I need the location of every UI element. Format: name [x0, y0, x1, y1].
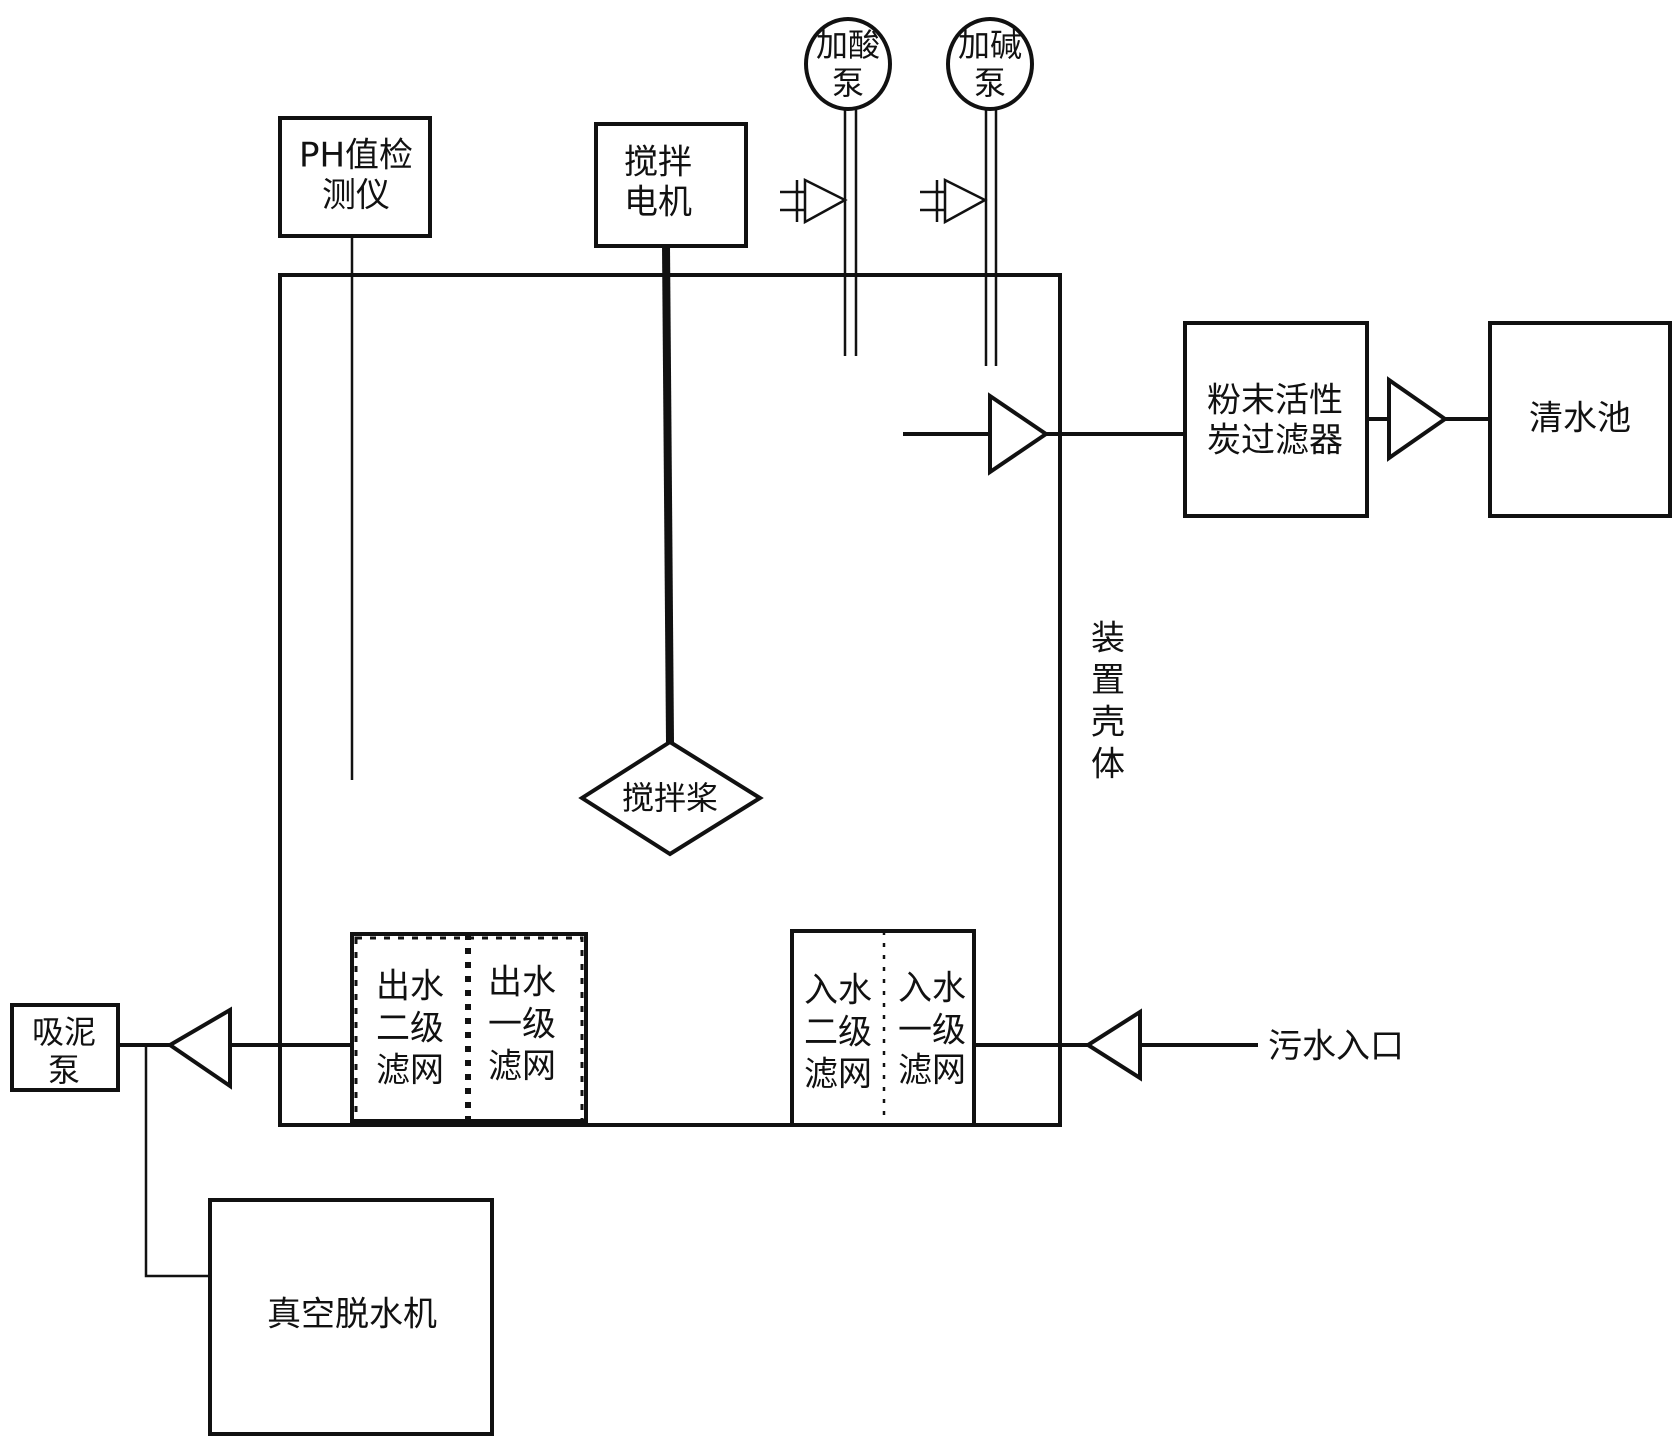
stir-paddle-label: 搅拌桨	[622, 779, 718, 817]
ph-meter-label-2: 测仪	[322, 176, 390, 216]
acid-pump	[804, 17, 892, 111]
in-filter-2-label-3: 滤网	[804, 1055, 872, 1095]
carbon-filter-label-2: 炭过滤器	[1207, 421, 1343, 461]
acid-pump-label: 加酸	[816, 26, 880, 64]
sewage-inlet-label: 污水入口	[1268, 1027, 1404, 1067]
svg-text:置: 置	[1091, 661, 1125, 701]
vacuum-dewater-box	[208, 1198, 494, 1436]
in-filter-1-label: 入水	[898, 969, 966, 1009]
out-filter-1-label-3: 滤网	[488, 1047, 556, 1087]
out-filter-1-label-2: 一级	[488, 1005, 556, 1045]
alkali-pump	[946, 17, 1034, 111]
inlet-filter-group	[790, 929, 976, 1127]
out-filter-2-label-2: 二级	[376, 1009, 444, 1049]
acid-valve-icon	[780, 177, 848, 225]
clear-pool-label: 清水池	[1529, 399, 1631, 439]
sludge-pump-label: 吸泥	[32, 1013, 96, 1051]
outlet-filter-group	[350, 932, 588, 1127]
alkali-pump-label: 加碱	[958, 26, 1022, 64]
dewater-pipe	[144, 1045, 210, 1278]
out-filter-1-label: 出水	[488, 963, 556, 1003]
acid-pump-label-2: 泵	[832, 64, 864, 102]
alkali-valve-icon	[920, 177, 988, 225]
out-filter-2-label: 出水	[376, 967, 444, 1007]
sludge-check-valve-icon	[166, 1006, 232, 1090]
in-filter-1-label-3: 滤网	[898, 1051, 966, 1091]
carbon-filter-label: 粉末活性	[1207, 381, 1343, 421]
out-filter-2-label-3: 滤网	[376, 1051, 444, 1091]
carbon-filter-box	[1183, 321, 1369, 518]
in-filter-2-label-2: 二级	[804, 1013, 872, 1053]
vacuum-dewater-label: 真空脱水机	[267, 1295, 437, 1335]
svg-text:装: 装	[1091, 619, 1125, 659]
sludge-pump-box	[10, 1003, 120, 1092]
outlet-check-valve-icon	[988, 392, 1050, 476]
sludge-pump-label-2: 泵	[48, 1051, 80, 1089]
housing-label: 装 置 壳 体	[1091, 619, 1125, 785]
clear-pool-box	[1488, 321, 1672, 518]
stir-paddle	[578, 739, 764, 857]
stir-motor-label-2: 电机	[624, 183, 692, 223]
inlet-check-valve-icon	[1084, 1008, 1142, 1082]
ph-meter-box	[278, 116, 432, 238]
svg-text:体: 体	[1091, 745, 1125, 785]
stir-shaft	[662, 245, 674, 743]
stir-motor-box	[594, 122, 748, 248]
clear-pool-check-valve-icon	[1387, 376, 1449, 462]
in-filter-1-label-2: 一级	[898, 1011, 966, 1051]
svg-text:壳: 壳	[1091, 703, 1125, 743]
stir-motor-label: 搅拌	[624, 143, 692, 183]
ph-meter-label: PH值检	[299, 136, 413, 176]
alkali-pump-label-2: 泵	[974, 64, 1006, 102]
in-filter-2-label: 入水	[804, 971, 872, 1011]
